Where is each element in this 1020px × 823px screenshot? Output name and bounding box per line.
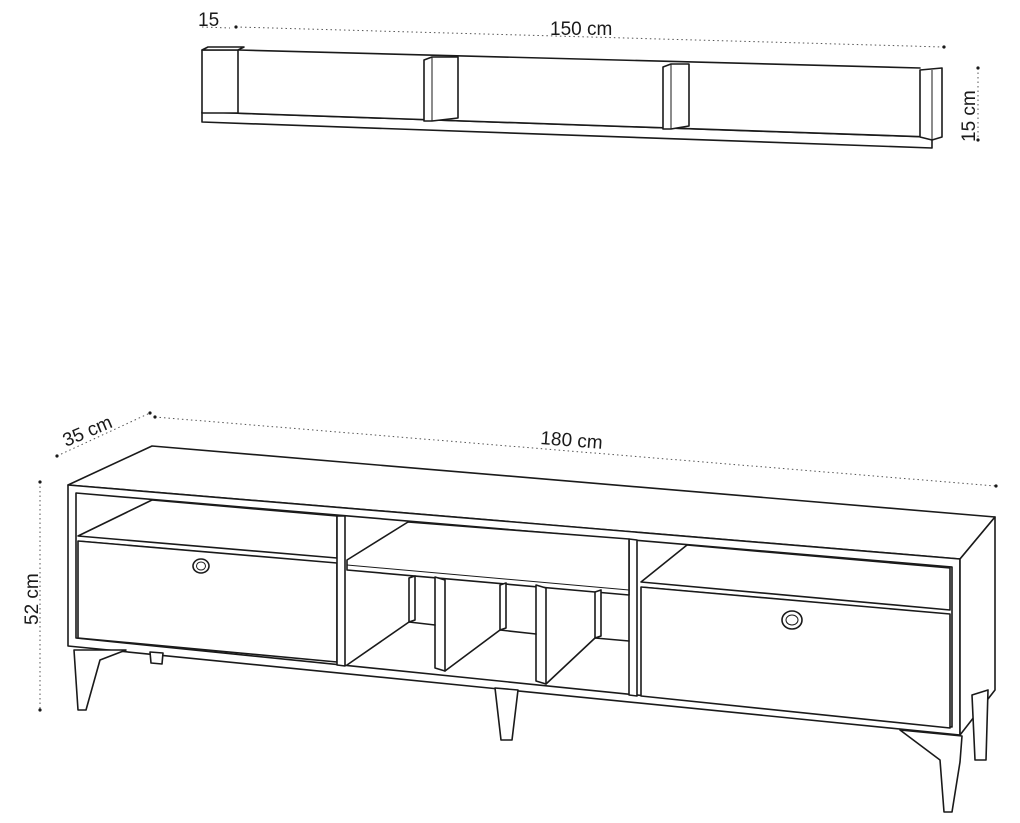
- tv-width-dim-line: [154, 416, 997, 487]
- right-drawer-knob-icon: [781, 610, 803, 630]
- tv-unit-right-side: [959, 516, 996, 736]
- leg-front-left: [73, 649, 127, 711]
- cubby-wall-2: [499, 582, 507, 631]
- cubby-wall-3: [594, 589, 602, 639]
- tv-unit-inner-frame: [75, 492, 953, 728]
- tv-unit: [67, 445, 996, 813]
- right-compartment-shelf: [640, 544, 951, 611]
- shelf-depth-label: 15: [198, 10, 219, 31]
- leg-back-left: [149, 651, 164, 665]
- middle-floating-shelf: [346, 521, 630, 596]
- tv-depth-label: 35 cm: [60, 412, 116, 452]
- tv-height-label: 52 cm: [22, 573, 43, 625]
- shelf-back-top-edge: [237, 49, 921, 69]
- tv-width-label: 180 cm: [540, 428, 604, 454]
- left-drawer-knob-icon: [192, 558, 210, 574]
- shelf-bottom-board: [201, 111, 933, 149]
- shelf-width-dim-line: [235, 26, 945, 48]
- shelf-right-panel: [919, 67, 943, 141]
- leg-front-middle: [494, 687, 519, 741]
- shelf-left-panel-top: [201, 46, 245, 51]
- leg-back-right: [971, 689, 989, 761]
- divider-left: [336, 515, 346, 667]
- wall-shelf: [201, 46, 943, 149]
- shelf-bottom-back-edge: [237, 113, 921, 138]
- shelf-divider-right: [662, 63, 690, 130]
- shelf-divider-left: [423, 56, 459, 122]
- shelf-depth-dim-line: [201, 26, 231, 29]
- shelf-dimensions: 15 150 cm 15 cm: [198, 10, 980, 142]
- cubby-divider-1: [434, 576, 446, 672]
- divider-right: [628, 538, 638, 697]
- shelf-width-label: 150 cm: [550, 19, 612, 40]
- right-drawer-front: [640, 586, 951, 729]
- shelf-height-label: 15 cm: [959, 90, 980, 142]
- cubby-divider-2: [535, 584, 547, 685]
- shelf-left-panel: [201, 49, 239, 114]
- leg-front-right: [899, 729, 963, 813]
- cubby-wall-1: [408, 575, 416, 623]
